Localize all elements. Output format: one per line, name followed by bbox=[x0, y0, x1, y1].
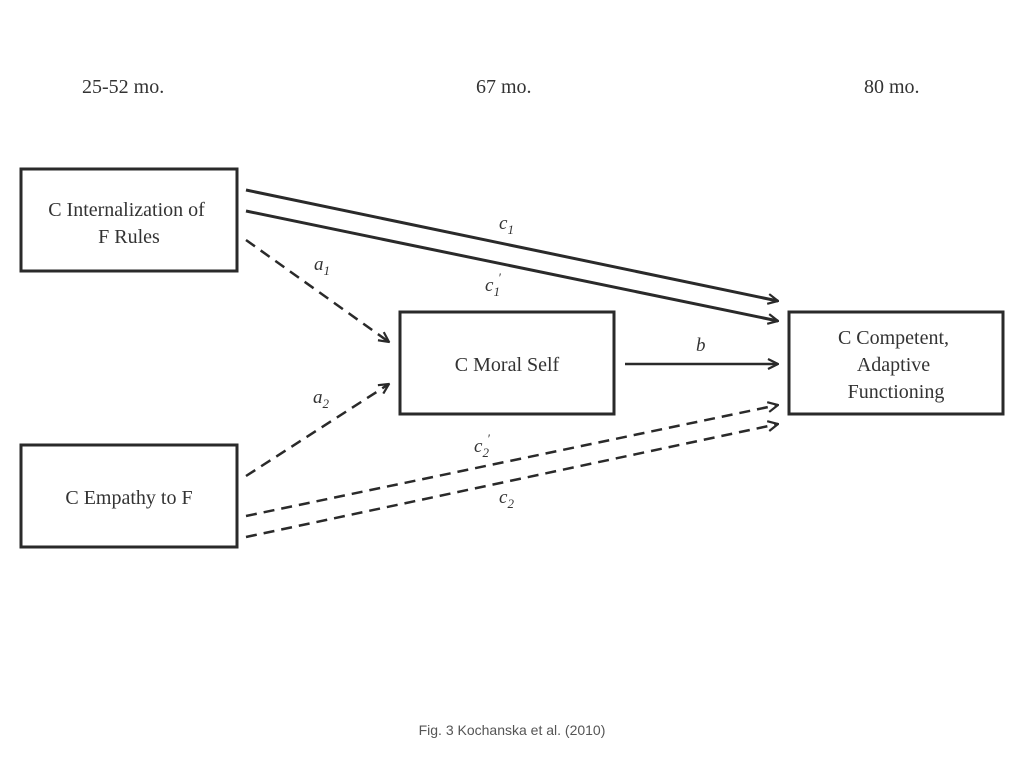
box-competent bbox=[787, 310, 1005, 416]
box-moral-self-label: C Moral Self bbox=[455, 354, 560, 376]
box-competent-line-2: Adaptive bbox=[857, 354, 930, 376]
arrow-c1-prime bbox=[245, 209, 778, 321]
arrow-a2 bbox=[245, 384, 389, 478]
label-a1-sub: 1 bbox=[324, 263, 331, 278]
arrow-c2-prime bbox=[245, 405, 778, 518]
label-c2-prime: c2′ bbox=[474, 431, 490, 460]
label-c1-prime-main: c bbox=[485, 275, 494, 296]
box-internalization-line-1: C Internalization of bbox=[48, 199, 205, 221]
box-internalization bbox=[19, 167, 239, 273]
box-empathy bbox=[19, 443, 239, 549]
box-moral-self-line-1: C Moral Self bbox=[455, 354, 560, 376]
label-b-main: b bbox=[696, 335, 706, 356]
box-moral-self bbox=[398, 310, 616, 416]
box-internalization-label: C Internalization of F Rules bbox=[48, 199, 210, 248]
label-c1-main: c bbox=[499, 213, 508, 234]
box-competent-line-1: C Competent, bbox=[838, 327, 949, 349]
label-b: b bbox=[696, 335, 706, 356]
label-c1-prime-sub: 1 bbox=[493, 284, 500, 299]
label-a2-main: a bbox=[313, 387, 323, 408]
box-internalization-line-2: F Rules bbox=[98, 226, 160, 248]
arrow-c1 bbox=[245, 188, 778, 301]
label-c1-sub: 1 bbox=[507, 222, 514, 237]
label-a1-main: a bbox=[314, 254, 324, 275]
label-a2-sub: 2 bbox=[323, 396, 330, 411]
box-competent-label: C Competent, Adaptive Functioning bbox=[838, 327, 954, 403]
timepoint-label-1: 25-52 mo. bbox=[82, 76, 165, 98]
box-empathy-label: C Empathy to F bbox=[65, 487, 192, 509]
label-c2-prime-sub: 2 bbox=[482, 445, 489, 460]
label-c1: c1 bbox=[499, 213, 514, 237]
box-empathy-line-1: C Empathy to F bbox=[65, 487, 192, 509]
arrow-c2 bbox=[245, 424, 778, 539]
label-c2-prime-main: c bbox=[474, 436, 483, 457]
label-c1-prime: c1′ bbox=[485, 270, 501, 299]
label-a1: a1 bbox=[314, 254, 330, 278]
timepoint-label-3: 80 mo. bbox=[864, 76, 920, 98]
label-c2-prime-mark: ′ bbox=[487, 431, 490, 446]
figure-caption: Fig. 3 Kochanska et al. (2010) bbox=[418, 722, 606, 738]
label-c2-main: c bbox=[499, 487, 508, 508]
timepoint-label-2: 67 mo. bbox=[476, 76, 532, 98]
label-c2: c2 bbox=[499, 487, 514, 511]
label-c2-sub: 2 bbox=[507, 496, 514, 511]
arrow-a1 bbox=[245, 238, 389, 342]
label-a2: a2 bbox=[313, 387, 330, 411]
box-competent-line-3: Functioning bbox=[848, 381, 945, 403]
label-c1-prime-mark: ′ bbox=[498, 270, 501, 285]
